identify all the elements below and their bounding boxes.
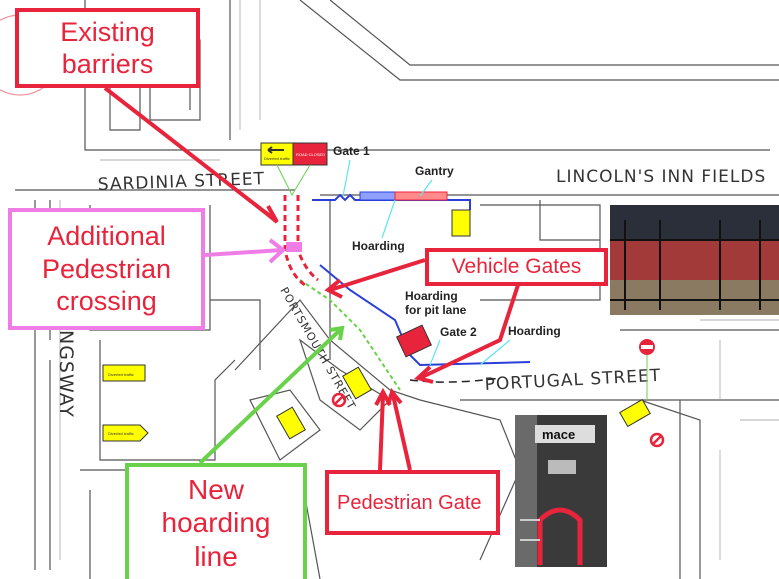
callout-additional-pedestrian-crossing: Additional Pedestrian crossing	[8, 208, 205, 330]
arrow-vehicle-gate-1	[324, 258, 426, 299]
arrow-existing-barriers	[103, 86, 277, 222]
photo-pedestrian-gate: mace	[515, 415, 607, 567]
svg-text:Diverted traffic: Diverted traffic	[264, 156, 290, 161]
sign-diverted-traffic-portugal	[619, 398, 651, 428]
arrow-pedestrian-crossing	[204, 238, 287, 264]
label-hoarding-pit-lane-2: for pit lane	[405, 303, 467, 317]
svg-text:Diverted traffic: Diverted traffic	[108, 431, 134, 436]
pedestrian-crossing-marker	[286, 242, 302, 252]
label-gate-1: Gate 1	[333, 144, 370, 158]
sign-road-closed-gate2	[395, 324, 433, 358]
sign-road-closed-top: ROAD CLOSED	[292, 142, 328, 166]
arrow-new-hoarding	[198, 325, 345, 465]
callout-existing-barriers: Existing barriers	[15, 8, 200, 88]
sign-diverted-traffic-kingsway-1	[102, 364, 146, 382]
existing-barrier-left	[283, 195, 306, 287]
street-lincolns-inn-fields: LINCOLN'S INN FIELDS	[556, 167, 766, 187]
no-entry-sign	[639, 339, 655, 355]
hoarding-line-north	[312, 193, 471, 210]
svg-text:Diverted traffic: Diverted traffic	[108, 372, 134, 377]
sign-diverted-traffic-east	[451, 209, 471, 237]
sign-diverted-traffic-top: Diverted traffic	[260, 142, 294, 166]
label-hoarding-2: Hoarding	[508, 324, 561, 338]
callout-new-hoarding-line: New hoarding line	[125, 463, 307, 579]
label-gate-2: Gate 2	[440, 325, 477, 339]
sign-diverted-traffic-kingsway-2	[102, 424, 149, 442]
sign-diverted-traffic-south	[276, 406, 306, 440]
hoarding-hatch-blue	[359, 191, 396, 201]
arrow-vehicle-gate-2	[413, 284, 520, 384]
label-hoarding: Hoarding	[352, 239, 405, 253]
street-portugal: PORTUGAL STREET	[484, 366, 661, 395]
svg-text:mace: mace	[542, 427, 575, 442]
label-gantry: Gantry	[415, 164, 454, 178]
label-hoarding-pit-lane-1: Hoarding	[405, 289, 458, 303]
new-hoarding-dashed	[299, 279, 401, 391]
pedestrian-route	[409, 377, 501, 383]
gantry-hatch-red	[394, 191, 448, 201]
callout-pedestrian-gate: Pedestrian Gate	[325, 470, 500, 535]
photo-vehicle-gates	[610, 205, 779, 315]
callout-vehicle-gates: Vehicle Gates	[425, 248, 608, 286]
svg-text:ROAD CLOSED: ROAD CLOSED	[296, 152, 325, 157]
existing-barrier-right	[296, 195, 319, 282]
arrow-pedestrian-gate-2	[386, 387, 412, 471]
sign-diverted-traffic-portsmouth	[342, 366, 372, 400]
no-entry-circles	[331, 392, 665, 448]
street-kingsway: NGSWAY	[55, 330, 77, 418]
